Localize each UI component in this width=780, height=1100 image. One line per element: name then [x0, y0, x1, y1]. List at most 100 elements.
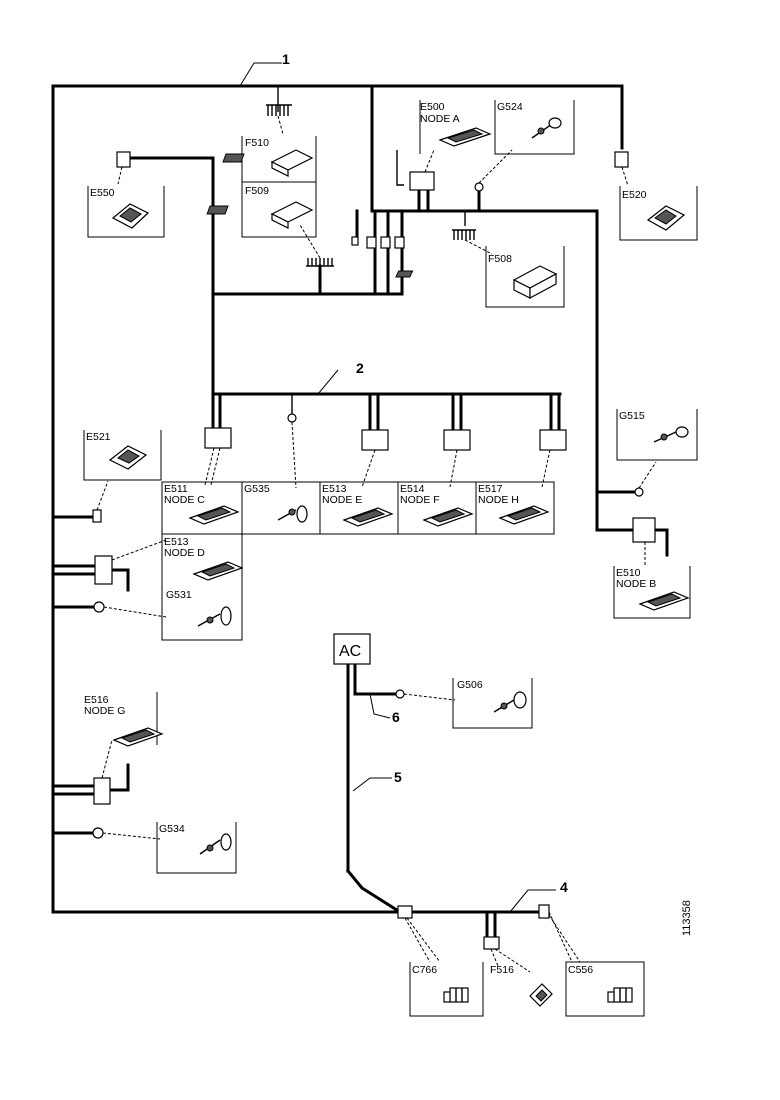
node-g-module-icon [112, 727, 164, 747]
g531-sensor-icon [197, 606, 232, 627]
splice-1 [366, 236, 377, 249]
label-e512: E513 [164, 536, 189, 548]
node-h-module-icon [498, 505, 550, 525]
ring-g524 [474, 182, 484, 192]
ac-junction-label: AC [339, 643, 361, 660]
label-f509: F509 [245, 185, 269, 197]
label-e510-sub: NODE B [616, 578, 656, 590]
node-d-module-icon [192, 561, 244, 581]
ac-junction-box [333, 633, 371, 665]
splice-3 [394, 236, 405, 249]
e520-module-icon [646, 205, 686, 231]
splice-4 [351, 236, 359, 246]
node-a-module-icon [438, 127, 492, 147]
harness-5-bend [345, 868, 403, 915]
c556-connector-icon [607, 987, 633, 1003]
connector-e512 [94, 555, 113, 585]
callout-4: 4 [560, 879, 568, 895]
component-icons [108, 117, 690, 1007]
label-e517: E517 [478, 483, 503, 495]
node-e-module-icon [342, 507, 394, 527]
connector-e520 [614, 151, 629, 168]
label-e500: E500 [420, 101, 445, 113]
figure-id: 113358 [681, 900, 693, 936]
label-g524: G524 [497, 101, 523, 113]
f509-fusebox-icon [206, 201, 314, 229]
connector-e550 [116, 151, 131, 168]
harness-e510-tail [653, 528, 669, 557]
g535-sensor-icon [277, 505, 308, 523]
connector-c766 [397, 905, 413, 919]
callout-numbers: 1 2 4 5 6 [282, 51, 568, 895]
node-b-module-icon [638, 591, 690, 611]
ring-g534 [92, 827, 104, 839]
splice-2 [380, 236, 391, 249]
component-frames [83, 100, 698, 1017]
node-c-module-icon [188, 505, 240, 525]
connector-e517 [539, 429, 567, 451]
g515-sensor-icon [653, 426, 689, 443]
label-e550: E550 [90, 187, 115, 199]
label-e512-sub: NODE D [164, 547, 205, 559]
comb-f509 [306, 258, 334, 267]
label-f508: F508 [488, 253, 512, 265]
label-g515: G515 [619, 410, 645, 422]
harness-ac [345, 662, 542, 939]
label-e514: E514 [400, 483, 425, 495]
label-e516: E516 [84, 694, 109, 706]
g534-sensor-icon [199, 833, 232, 855]
left-stubs [51, 515, 130, 835]
connector-e511 [204, 427, 232, 449]
ring-g531 [93, 601, 105, 613]
connector-f516 [483, 936, 500, 950]
comb-blocks [266, 104, 476, 267]
label-e513-sub: NODE E [322, 494, 362, 506]
label-g506: G506 [457, 679, 483, 691]
e550-module-icon [111, 203, 150, 229]
harness-e550-branch [129, 156, 404, 296]
connector-node-a [409, 171, 435, 191]
label-g531: G531 [166, 589, 192, 601]
label-e511: E511 [164, 483, 188, 495]
e521-module-icon [108, 445, 148, 470]
connector-e516 [93, 777, 111, 805]
harness-2 [211, 292, 562, 432]
label-f510: F510 [245, 137, 269, 149]
callout-6: 6 [392, 709, 400, 725]
node-a-bracket [396, 150, 404, 186]
comb-f508 [452, 229, 476, 240]
f508-relaybox-icon [395, 265, 558, 300]
callout-2: 2 [356, 360, 364, 376]
callout-1: 1 [282, 51, 290, 67]
connector-e521 [92, 509, 102, 523]
f510-fusebox-icon [222, 149, 314, 177]
c766-connector-icon [443, 987, 469, 1003]
label-e513: E513 [322, 483, 347, 495]
label-g534: G534 [159, 823, 185, 835]
label-e517-sub: NODE H [478, 494, 519, 506]
label-e520: E520 [622, 189, 647, 201]
stub-e512-tail [110, 568, 130, 592]
label-c766: C766 [412, 964, 437, 976]
stub-e516-tail [108, 763, 130, 792]
g524-sensor-icon [531, 117, 562, 139]
leader-lines [96, 115, 657, 973]
connector-e514 [443, 429, 471, 451]
connector-e510 [632, 517, 656, 543]
label-e500-sub: NODE A [420, 113, 460, 125]
callout-lines [239, 62, 556, 913]
harness-1-main-loop [51, 84, 624, 914]
label-g535: G535 [244, 483, 270, 495]
ring-g515 [634, 487, 644, 497]
label-e511-sub: NODE C [164, 494, 205, 506]
label-c556: C556 [568, 964, 593, 976]
label-e516-sub: NODE G [84, 705, 125, 717]
f516-fuse-icon [529, 983, 553, 1007]
label-e521: E521 [86, 431, 111, 443]
comb-f510 [266, 104, 292, 116]
connector-c556 [538, 904, 550, 919]
label-f516: F516 [490, 964, 514, 976]
harness-1 [51, 84, 669, 914]
connector-e513 [361, 429, 389, 451]
